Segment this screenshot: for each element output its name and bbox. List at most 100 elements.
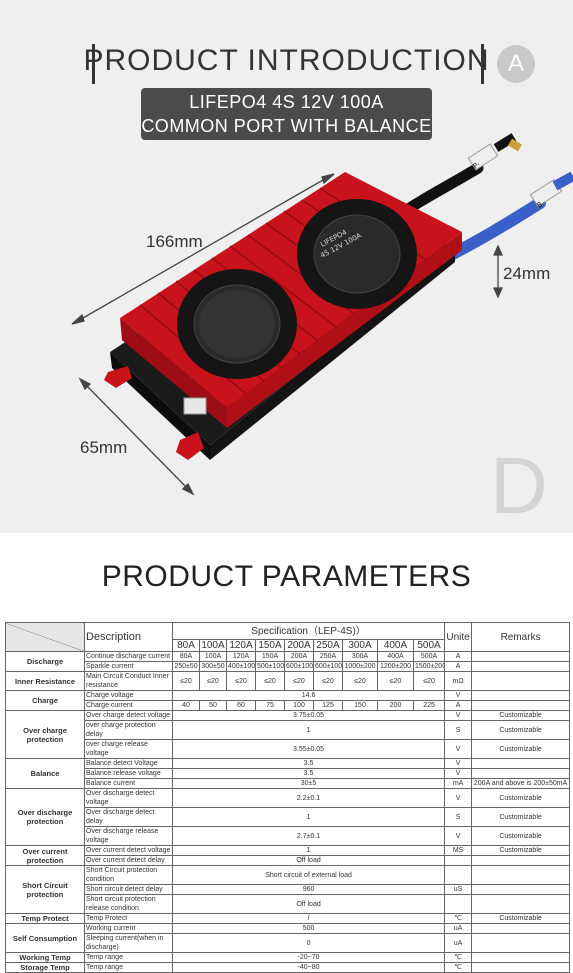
value-cell: 300A (342, 651, 378, 662)
category-cell: Short Circuit protection (5, 865, 85, 914)
height-label: 24mm (503, 264, 551, 283)
description-cell: Main Circuit Conduct Inner resistance (84, 671, 173, 691)
value-cell: 300±50 (199, 661, 227, 672)
header-current-150a: 150A (255, 639, 285, 652)
value-cell: 960 (171, 884, 446, 895)
remarks-cell: Customizable (471, 826, 571, 846)
category-cell: Inner Resistance (5, 671, 85, 691)
description-cell: over charge release voltage (84, 739, 173, 759)
header-current-80a: 80A (172, 639, 200, 652)
fan-right (297, 199, 417, 309)
value-cell: ≤20 (412, 671, 446, 691)
value-cell: 150A (255, 651, 285, 662)
value-cell: 60 (226, 700, 256, 711)
unit-cell: V (444, 690, 473, 701)
value-cell: -20~70 (171, 952, 446, 963)
description-cell: Balance release voltage (84, 768, 173, 779)
header-current-100a: 100A (199, 639, 227, 652)
title-bar-left (92, 44, 95, 84)
header-diagonal-cell (5, 622, 85, 652)
unit-cell (444, 894, 473, 914)
remarks-cell (471, 884, 571, 895)
unit-cell (444, 855, 473, 866)
value-cell: Off load (171, 894, 446, 914)
unit-cell: A (444, 651, 473, 662)
corner-letter: D (490, 441, 548, 530)
bms-board-image: P- B- (71, 133, 573, 496)
value-cell: 120A (226, 651, 256, 662)
header-current-500a: 500A (412, 639, 446, 652)
value-cell: 3.5 (171, 758, 446, 769)
description-cell: Temp range (84, 962, 173, 973)
unit-cell: uA (444, 933, 473, 953)
value-cell: 1200±200 (377, 661, 414, 672)
unit-cell: mΩ (444, 671, 473, 691)
value-cell: 3.5 (171, 768, 446, 779)
description-cell: Over charge detect voltage (84, 710, 173, 721)
header-current-200a: 200A (284, 639, 314, 652)
unit-cell: uA (444, 923, 473, 934)
description-cell: Temp range (84, 952, 173, 963)
value-cell: 400A (377, 651, 414, 662)
value-cell: 200A (284, 651, 314, 662)
header-specification: Specification（LEP-4S)） (171, 622, 446, 640)
value-cell: ≤20 (226, 671, 256, 691)
value-cell: ≤20 (284, 671, 314, 691)
value-cell: -40~80 (171, 962, 446, 973)
length-label: 166mm (146, 232, 203, 251)
remarks-cell: 200A and above is 200±50mA (471, 778, 571, 789)
description-cell: Over discharge detect delay (84, 807, 173, 827)
description-cell: Over current detect voltage (84, 845, 173, 856)
description-cell: Short circuit detect delay (84, 884, 173, 895)
remarks-cell (471, 768, 571, 779)
description-cell: Charge voltage (84, 690, 173, 701)
value-cell: ≤20 (199, 671, 227, 691)
params-title: PRODUCT PARAMETERS (101, 560, 472, 593)
category-cell: Self Consumption (5, 923, 85, 953)
remarks-cell (471, 923, 571, 934)
unit-cell: ℃ (444, 952, 473, 963)
value-cell: / (171, 913, 446, 924)
unit-cell: V (444, 768, 473, 779)
value-cell: 2.7±0.1 (171, 826, 446, 846)
value-cell: 1000±200 (342, 661, 378, 672)
table-row: Short circuit protection release conditi… (6, 894, 571, 914)
description-cell: Short Circuit protection condition (84, 865, 173, 885)
value-cell: 1500±200 (412, 661, 446, 672)
description-cell: Balance detect Voltage (84, 758, 173, 769)
value-cell: 75 (255, 700, 285, 711)
parameters-table: Description Specification（LEP-4S)） Unite… (5, 622, 571, 973)
header-current-250a: 250A (313, 639, 343, 652)
value-cell: 225 (412, 700, 446, 711)
unit-cell: A (444, 700, 473, 711)
value-cell: 1 (171, 807, 446, 827)
value-cell: 100 (284, 700, 314, 711)
length-dimension-line (75, 175, 331, 323)
value-cell: 500A (412, 651, 446, 662)
value-cell: Off load (171, 855, 446, 866)
spec-banner: LIFEPO4 4S 12V 100A COMMON PORT WITH BAL… (141, 88, 432, 140)
category-cell: Discharge (5, 651, 85, 672)
remarks-cell: Customizable (471, 739, 571, 759)
unit-cell: mA (444, 778, 473, 789)
value-cell: ≤20 (313, 671, 343, 691)
value-cell: 400±100 (226, 661, 256, 672)
value-cell: 250A (313, 651, 343, 662)
remarks-cell (471, 671, 571, 691)
value-cell: ≤20 (255, 671, 285, 691)
unit-cell: V (444, 758, 473, 769)
value-cell: ≤20 (172, 671, 200, 691)
spec-line-1: LIFEPO4 4S 12V 100A (189, 92, 384, 112)
